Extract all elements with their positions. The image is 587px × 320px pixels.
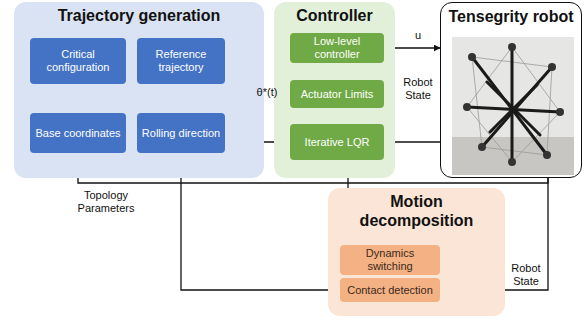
robot-photo: [452, 37, 574, 175]
robot-panel: Tensegrity robot: [440, 2, 582, 178]
edge-label: Topology Parameters: [62, 189, 150, 215]
process-box: Base coordinates: [30, 113, 126, 153]
edge-label: Robot State: [398, 76, 438, 102]
box-label: Critical configuration: [34, 48, 122, 74]
edge-label: θ*(t): [250, 86, 284, 99]
process-box: Critical configuration: [30, 38, 126, 84]
process-box: Contact detection: [340, 278, 440, 302]
edge-label: Robot State: [507, 262, 545, 288]
panel-title: Trajectory generation: [19, 6, 259, 25]
process-box: Actuator Limits: [290, 80, 384, 108]
process-box: Rolling direction: [137, 113, 225, 153]
process-box: Iterative LQR: [290, 124, 384, 160]
box-label: Contact detection: [347, 284, 433, 297]
box-label: Rolling direction: [142, 127, 220, 140]
panel-title: Controller: [277, 6, 392, 25]
group-panel: Trajectory generationCritical configurat…: [14, 2, 264, 178]
process-box: Dynamics switching: [340, 245, 440, 275]
edge-label: u: [400, 29, 436, 42]
box-label: Low-level controller: [294, 35, 380, 61]
process-box: Reference trajectory: [137, 38, 225, 84]
box-label: Dynamics switching: [344, 247, 436, 273]
process-box: Low-level controller: [290, 33, 384, 63]
box-label: Actuator Limits: [301, 88, 374, 101]
group-panel: ControllerLow-level controllerActuator L…: [274, 2, 395, 178]
panel-title: Tensegrity robot: [442, 7, 580, 26]
box-label: Reference trajectory: [141, 48, 221, 74]
box-label: Base coordinates: [36, 127, 121, 140]
box-label: Iterative LQR: [305, 136, 370, 149]
group-panel: Motion decompositionDynamics switchingCo…: [328, 188, 505, 316]
panel-title: Motion decomposition: [358, 192, 476, 230]
